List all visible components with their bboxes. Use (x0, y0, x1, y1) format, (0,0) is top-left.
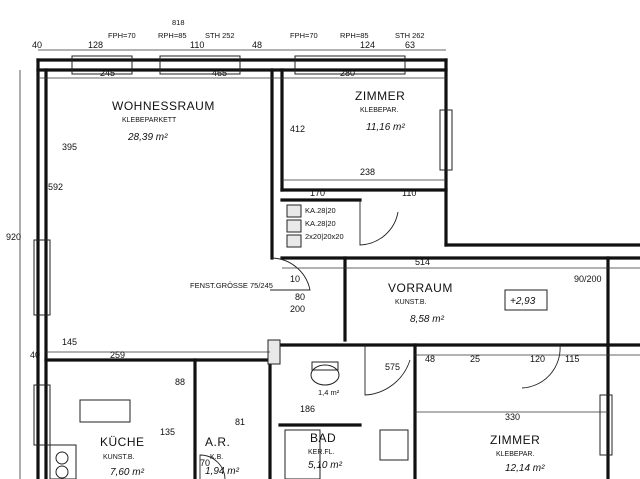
dim-592: 592 (48, 182, 63, 192)
room-kueche: KÜCHE KUNST.B. 7,60 m² (100, 435, 145, 478)
dim-575: 575 (385, 362, 400, 372)
room-name-bad: BAD (310, 431, 336, 445)
dim-145: 145 (62, 337, 77, 347)
dim-280: 280 (340, 68, 355, 78)
dim-920: 920 (6, 232, 21, 242)
dim-514: 514 (415, 257, 430, 267)
floor-ar: K.B. (210, 454, 223, 461)
floor-zimmer-top: KLEBEPAR. (360, 107, 398, 114)
dim-48b: 48 (425, 354, 435, 364)
dim-259: 259 (110, 350, 125, 360)
area-zimmer-bottom: 12,14 m² (505, 463, 545, 474)
room-bad: BAD KER.FL. 5,10 m² (308, 431, 343, 471)
window-left-rph: RPH=85 (158, 31, 187, 40)
dim-80: 80 (295, 292, 305, 302)
dimension-lines (19, 49, 640, 479)
shaft-note-1: KA.28|20 (305, 206, 336, 215)
area-bad: 5,10 m² (308, 460, 343, 471)
floor-wohnraum: KLEBEPARKETT (122, 117, 177, 124)
dim-81: 81 (235, 417, 245, 427)
level-box (504, 289, 548, 311)
room-name-zimmer-bottom: ZIMMER (490, 433, 540, 447)
area-ar: 1,94 m² (205, 466, 240, 477)
dim-245: 245 (100, 68, 115, 78)
dim-40a: 40 (32, 40, 42, 50)
window-left-fph: FPH=70 (108, 31, 136, 40)
dimension-labels: 40 128 110 48 124 63 245 465 280 412 238… (6, 40, 602, 468)
floor-vorraum: KUNST.B. (395, 299, 427, 306)
dim-70: 70 (200, 458, 210, 468)
window-left-top: 818 (172, 18, 185, 27)
dim-63: 63 (405, 40, 415, 50)
dim-40b: 40 (30, 350, 40, 360)
shaft-note-2: KA.28|20 (305, 219, 336, 228)
window-right-rph: RPH=85 (340, 31, 369, 40)
dim-25: 25 (470, 354, 480, 364)
dim-88: 88 (175, 377, 185, 387)
doors (199, 200, 561, 479)
window-right-sth: STH 262 (395, 31, 425, 40)
area-wohnraum: 28,39 m² (127, 132, 168, 143)
room-name-kueche: KÜCHE (100, 435, 145, 449)
dim-48: 48 (252, 40, 262, 50)
dim-170: 170 (310, 188, 325, 198)
dim-395: 395 (62, 142, 77, 152)
dim-200: 200 (290, 304, 305, 314)
window-annotations: FPH=70 RPH=85 STH 252 818 FPH=70 RPH=85 … (108, 18, 425, 40)
area-vorraum: 8,58 m² (410, 314, 445, 325)
floor-kueche: KUNST.B. (103, 454, 135, 461)
windows (33, 55, 453, 446)
dim-465: 465 (212, 68, 227, 78)
dim-120: 120 (530, 354, 545, 364)
shaft-note-3: 2x20|20x20 (305, 232, 344, 241)
shaft-notes: KA.28|20 KA.28|20 2x20|20x20 FENST.GRÖSS… (190, 206, 344, 290)
room-zimmer-top: ZIMMER KLEBEPAR. 11,16 m² (355, 89, 405, 133)
walls (36, 58, 640, 479)
floor-zimmer-bottom: KLEBEPAR. (496, 451, 534, 458)
dim-90-200: 90/200 (574, 274, 602, 284)
area-kueche: 7,60 m² (110, 467, 145, 478)
room-vorraum: VORRAUM KUNST.B. 8,58 m² (388, 281, 453, 325)
dim-186: 186 (300, 404, 315, 414)
room-name-wohnraum: WOHNESSRAUM (112, 99, 215, 113)
room-wohnraum: WOHNESSRAUM KLEBEPARKETT 28,39 m² (112, 99, 215, 143)
shafts (267, 204, 302, 365)
level-box-value: +2,93 (510, 296, 536, 307)
floor-bad: KER.FL. (308, 449, 335, 456)
door-note: FENST.GRÖSSE 75/245 (190, 281, 273, 290)
dim-135: 135 (160, 427, 175, 437)
room-name-zimmer-top: ZIMMER (355, 89, 405, 103)
room-name-ar: A.R. (205, 435, 230, 449)
room-zimmer-bottom: ZIMMER KLEBEPAR. 12,14 m² (490, 433, 545, 474)
dim-412: 412 (290, 124, 305, 134)
dim-110: 110 (190, 40, 204, 50)
room-name-vorraum: VORRAUM (388, 281, 453, 295)
room-ar: A.R. K.B. 1,94 m² (205, 435, 240, 477)
window-left-sth: STH 252 (205, 31, 235, 40)
dim-128: 128 (88, 40, 103, 50)
dim-115: 115 (565, 354, 579, 364)
dim-330: 330 (505, 412, 520, 422)
dim-124: 124 (360, 40, 375, 50)
dim-238: 238 (360, 167, 375, 177)
window-right-fph: FPH=70 (290, 31, 318, 40)
dim-110b: 110 (402, 188, 416, 198)
area-zimmer-top: 11,16 m² (366, 122, 405, 133)
dim-10: 10 (290, 274, 300, 284)
fixtures (49, 361, 613, 479)
area-wc: 1,4 m² (318, 388, 340, 397)
